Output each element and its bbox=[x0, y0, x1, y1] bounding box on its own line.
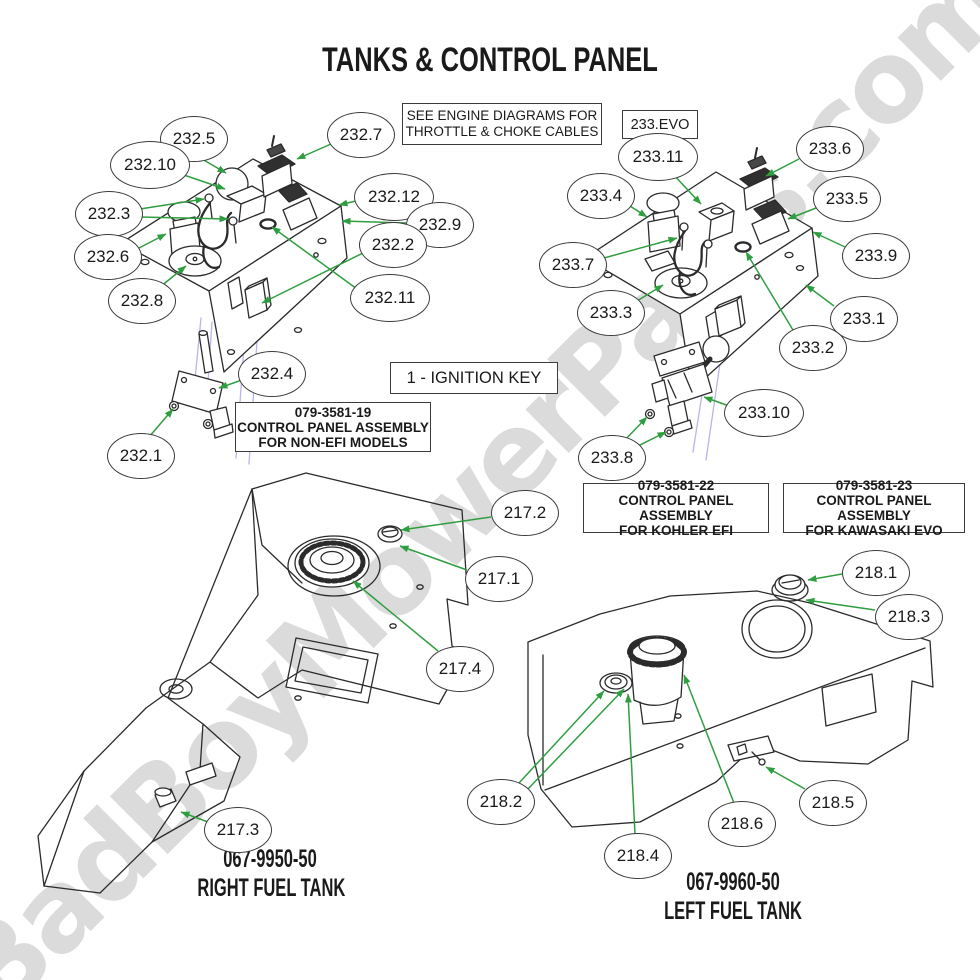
assembly-line2: CONTROL PANEL ASSEMBLY bbox=[816, 493, 932, 523]
leader-arrow bbox=[626, 203, 648, 218]
assembly-part-number: 079-3581-22 bbox=[637, 478, 715, 493]
throttle-cable bbox=[197, 201, 233, 269]
nut bbox=[168, 400, 180, 412]
leader-arrow bbox=[139, 196, 205, 210]
assembly-line2: CONTROL PANEL ASSEMBLY bbox=[618, 493, 734, 523]
page-title: TANKS & CONTROL PANEL bbox=[322, 41, 658, 79]
leader-arrow bbox=[338, 199, 361, 207]
brake-lever-assembly bbox=[644, 335, 730, 438]
rocker-switch bbox=[278, 182, 318, 231]
pto-switch-dial bbox=[654, 267, 708, 299]
fuel-cap-large bbox=[627, 635, 687, 725]
leader-arrow bbox=[623, 416, 648, 442]
assembly-part-number: 079-3581-19 bbox=[294, 404, 372, 420]
drain-fitting bbox=[154, 762, 217, 808]
right-fuel-tank-label: 067-9950-50 RIGHT FUEL TANK bbox=[160, 845, 380, 903]
leader-arrow bbox=[765, 158, 800, 177]
fuel-valve bbox=[727, 735, 775, 766]
right-tank-name: RIGHT FUEL TANK bbox=[197, 874, 346, 902]
ignition-key-switch bbox=[257, 135, 296, 198]
ignition-key-note-box: 1 - IGNITION KEY bbox=[390, 362, 558, 394]
leader-arrow bbox=[526, 688, 625, 791]
nut bbox=[202, 418, 214, 430]
leader-arrow bbox=[518, 690, 605, 784]
leader-arrow bbox=[271, 226, 358, 290]
leader-arrow bbox=[805, 284, 835, 307]
skirt-slot bbox=[227, 276, 244, 310]
leader-arrow bbox=[807, 573, 843, 582]
grommet bbox=[259, 218, 277, 230]
choke-knob bbox=[646, 192, 681, 253]
assembly-part-number: 079-3581-23 bbox=[835, 478, 913, 493]
rocker-switch bbox=[751, 199, 790, 245]
filler-ring bbox=[741, 599, 813, 659]
leader-arrow bbox=[787, 207, 817, 220]
fuel-cap-collar bbox=[287, 535, 381, 597]
leader-arrow bbox=[683, 674, 735, 804]
right-tank-part-number: 067-9950-50 bbox=[223, 845, 317, 873]
assembly-line2: CONTROL PANEL ASSEMBLY bbox=[237, 419, 429, 435]
leader-arrow bbox=[261, 252, 364, 304]
leader-arrow bbox=[352, 580, 439, 652]
leader-arrow bbox=[296, 143, 332, 160]
evo-label-box: 233.EVO bbox=[622, 110, 698, 139]
mounting-screws bbox=[204, 193, 238, 244]
leader-arrow bbox=[400, 516, 492, 533]
tank-outline bbox=[37, 472, 469, 894]
mount-pocket bbox=[821, 673, 877, 727]
lever-ball-knob bbox=[702, 335, 730, 363]
leader-arrow bbox=[745, 251, 794, 331]
fuel-cap-small bbox=[377, 525, 403, 543]
right-control-panel-drawing bbox=[584, 147, 819, 461]
leader-arrow bbox=[399, 545, 468, 571]
leader-arrow bbox=[805, 597, 876, 611]
right-fuel-tank-drawing bbox=[37, 472, 469, 894]
grommet bbox=[734, 241, 752, 253]
leader-arrow bbox=[765, 766, 806, 790]
left-tank-part-number: 067-9960-50 bbox=[686, 868, 780, 896]
throttle-cable bbox=[673, 229, 708, 296]
hour-meter bbox=[698, 202, 735, 242]
leader-arrow bbox=[603, 236, 678, 259]
nut bbox=[644, 408, 656, 420]
fuel-cap-chrome bbox=[771, 574, 809, 602]
wire-connector bbox=[714, 295, 746, 337]
leader-arrow bbox=[148, 408, 174, 438]
assembly-box-kohler-efi: 079-3581-22 CONTROL PANEL ASSEMBLY FOR K… bbox=[583, 478, 769, 538]
brake-lever-assembly bbox=[168, 330, 234, 439]
pto-switch-dial bbox=[168, 245, 222, 277]
leader-arrow bbox=[180, 811, 209, 823]
assembly-line3: FOR KAWASAKI EVO bbox=[805, 523, 943, 538]
wire-connector bbox=[244, 277, 272, 319]
vent-fitting bbox=[599, 672, 633, 694]
left-fuel-tank-label: 067-9960-50 LEFT FUEL TANK bbox=[623, 868, 843, 926]
tank-outline bbox=[527, 590, 934, 828]
evo-label: 233.EVO bbox=[630, 116, 690, 133]
mounting-screws bbox=[679, 222, 713, 268]
fuel-cap-large bbox=[294, 538, 370, 588]
leader-arrow bbox=[703, 396, 733, 408]
assembly-line3: FOR NON-EFI MODELS bbox=[258, 434, 408, 450]
leader-arrow bbox=[631, 431, 667, 450]
assembly-box-non-efi: 079-3581-19 CONTROL PANEL ASSEMBLY FOR N… bbox=[235, 402, 431, 452]
panel-front-skirt bbox=[208, 205, 348, 373]
leader-arrow bbox=[341, 217, 407, 225]
engine-note-box: SEE ENGINE DIAGRAMS FOR THROTTLE & CHOKE… bbox=[402, 103, 602, 145]
mount-hole bbox=[159, 678, 193, 700]
leader-arrow bbox=[138, 233, 167, 249]
leader-arrow bbox=[201, 158, 227, 174]
assembly-line3: FOR KOHLER EFI bbox=[619, 523, 733, 538]
left-fuel-tank-drawing bbox=[527, 574, 934, 828]
leader-arrow bbox=[624, 693, 636, 835]
engine-note-line1: SEE ENGINE DIAGRAMS FOR bbox=[406, 108, 598, 123]
leader-arrow bbox=[139, 215, 229, 223]
mount-pocket bbox=[285, 637, 379, 704]
engine-note-line2: THROTTLE & CHOKE CABLES bbox=[405, 124, 599, 139]
ignition-key-note: 1 - IGNITION KEY bbox=[406, 369, 542, 387]
leader-arrow bbox=[812, 231, 846, 248]
assembly-box-kawasaki-evo: 079-3581-23 CONTROL PANEL ASSEMBLY FOR K… bbox=[783, 478, 965, 538]
left-tank-name: LEFT FUEL TANK bbox=[664, 897, 802, 925]
